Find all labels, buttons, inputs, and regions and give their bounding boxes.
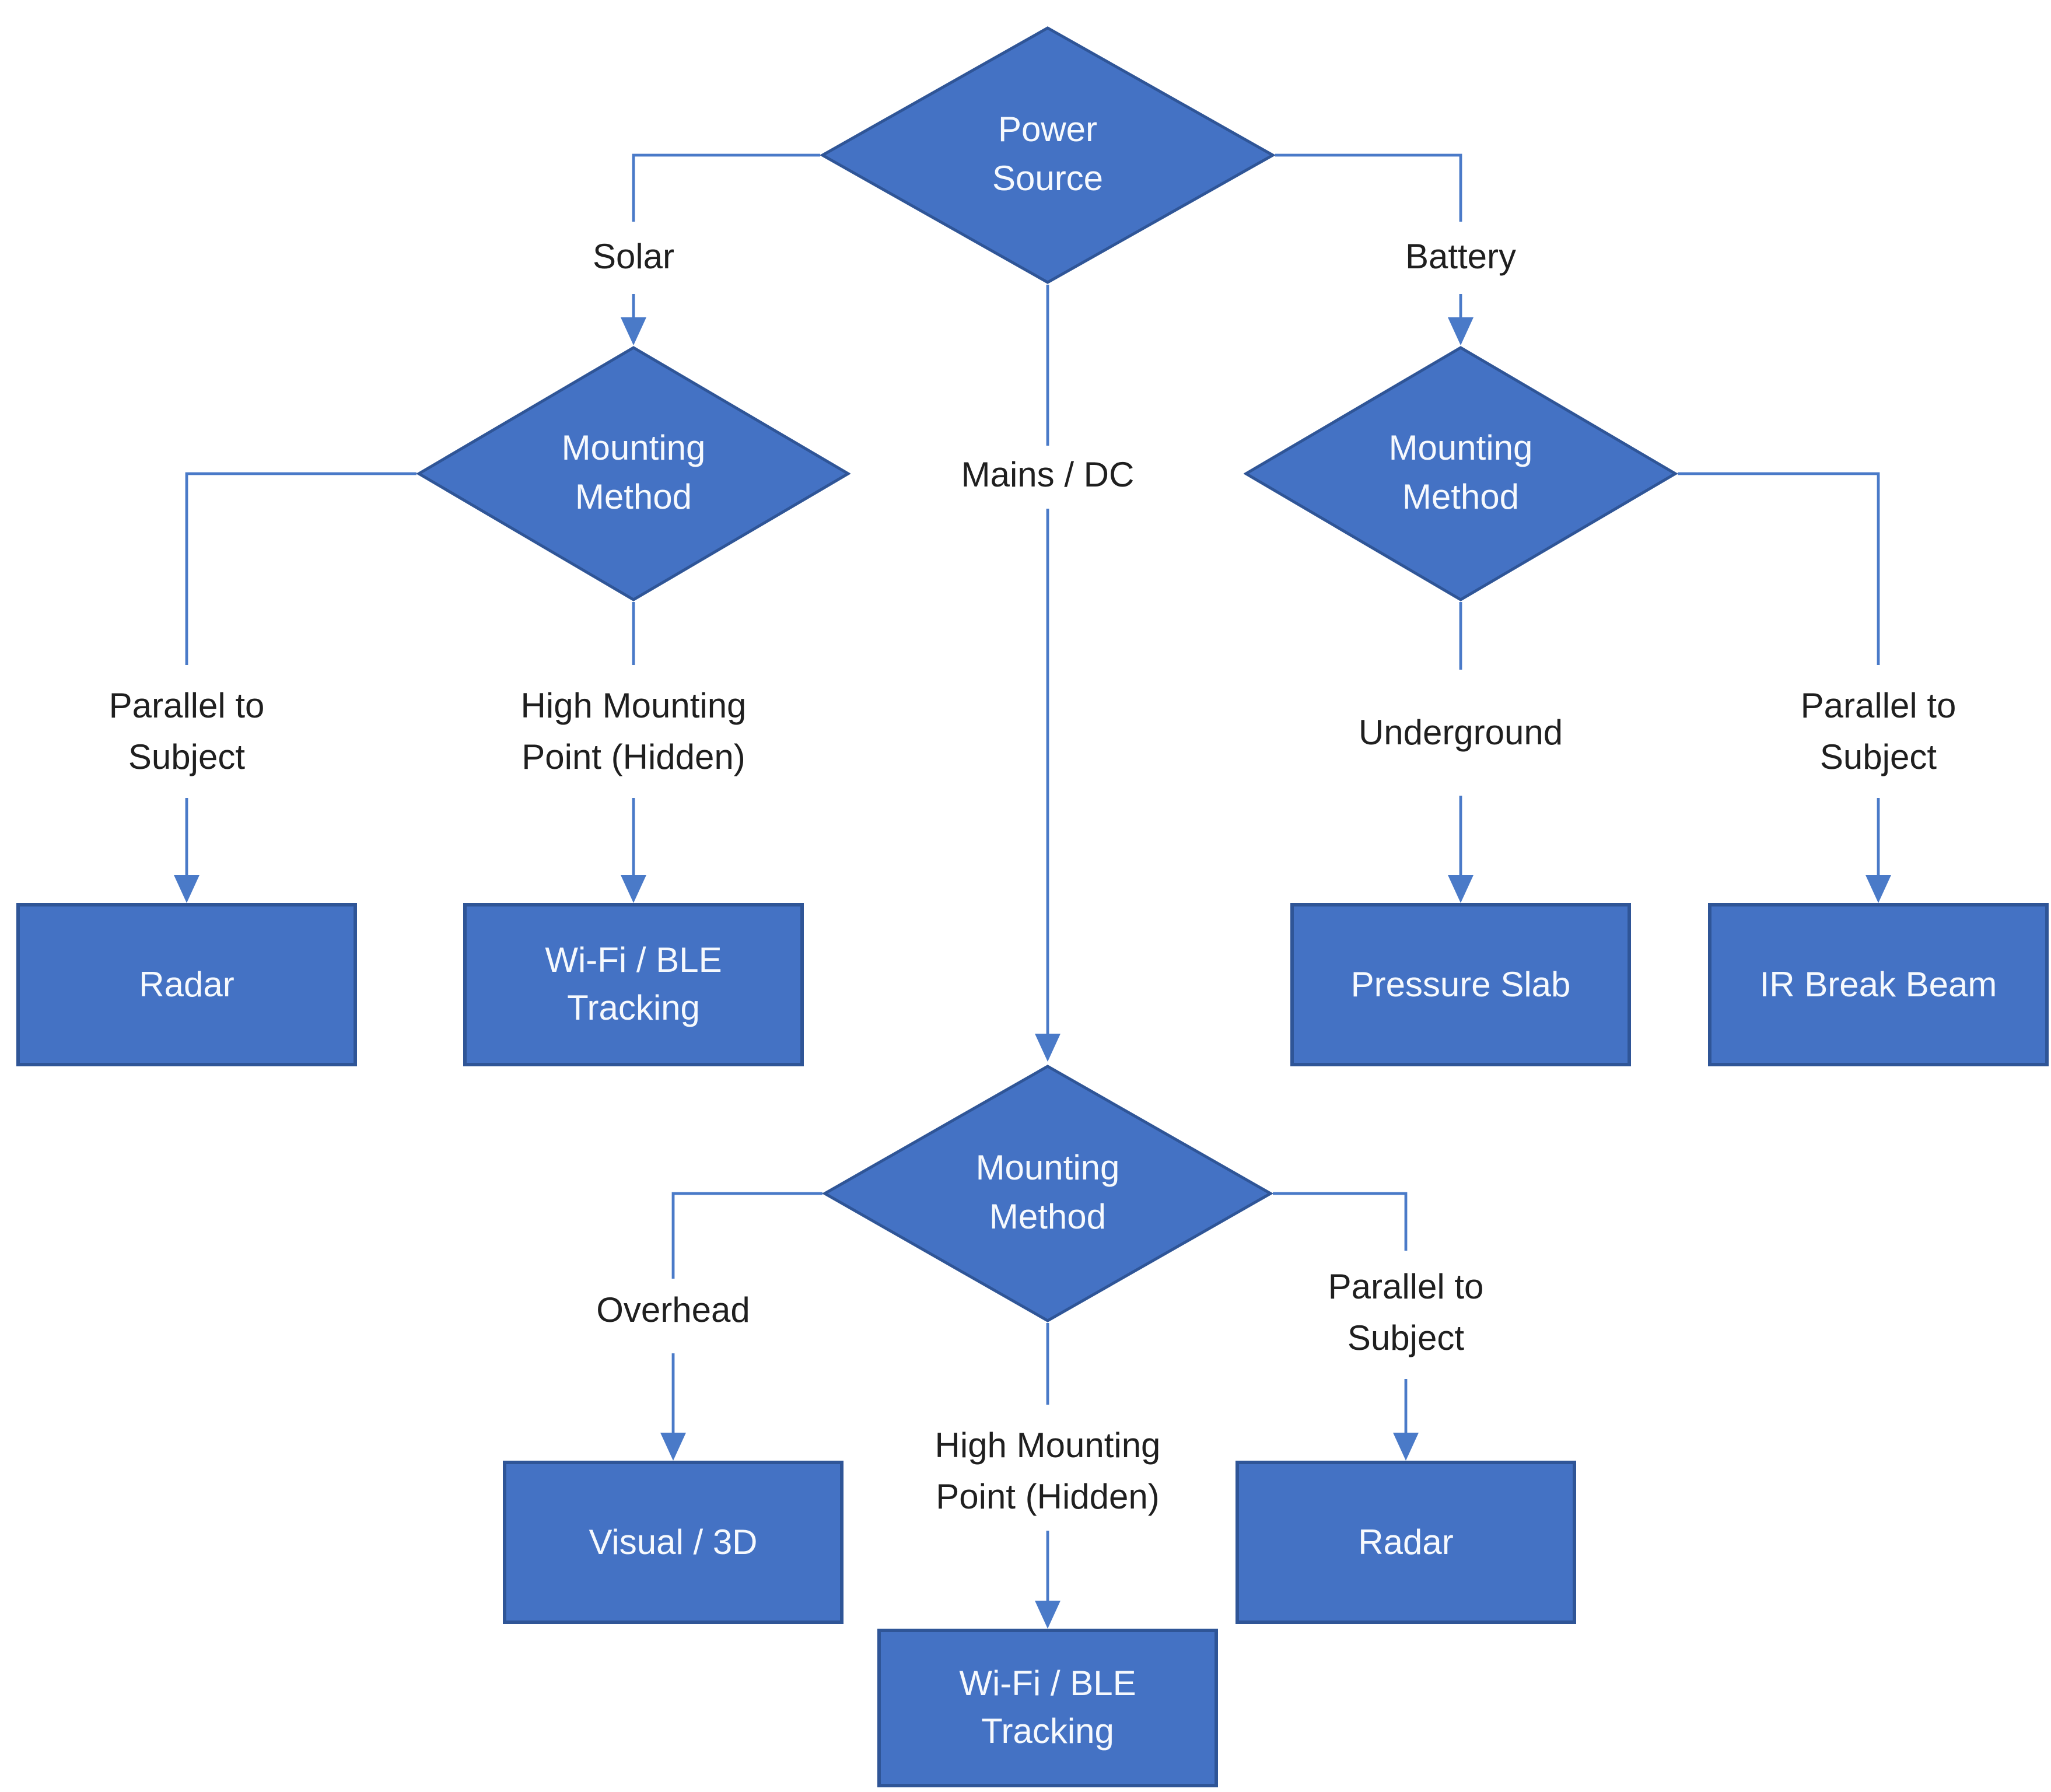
outcome-ir-break-beam-label: IR Break Beam: [1759, 965, 1997, 1004]
mounting-bottom-label-line2: Method: [989, 1198, 1107, 1237]
edge-label-parallel-right: Parallel to Subject: [1738, 681, 2018, 784]
mounting-right-label-line2: Method: [1402, 478, 1520, 517]
arrowhead-parallel-bottom: [1393, 1433, 1419, 1461]
connector-parallel-right: [1678, 472, 1880, 877]
edge-label-parallel-right-line2: Subject: [1819, 738, 1937, 777]
connector-solar: [632, 153, 820, 320]
outcome-wifi-left-line2: Tracking: [567, 989, 700, 1028]
outcome-wifi-bottom-line2: Tracking: [981, 1713, 1114, 1751]
edge-label-high-mount-left-line2: Point (Hidden): [522, 738, 746, 777]
arrowhead-mains-dc: [1035, 1034, 1060, 1062]
edge-label-parallel-left-line1: Parallel to: [108, 687, 265, 726]
decision-mounting-method-bottom: Mounting Method: [822, 1064, 1273, 1323]
arrowhead-high-mount-left: [621, 875, 646, 903]
arrowhead-parallel-right: [1866, 875, 1891, 903]
outcome-wifi-left-line1: Wi-Fi / BLE: [545, 942, 722, 980]
outcome-visual-3d: Visual / 3D: [503, 1461, 844, 1624]
power-source-label-line1: Power: [998, 111, 1098, 149]
edge-label-parallel-right-line1: Parallel to: [1800, 687, 1957, 726]
outcome-radar-bottom-label: Radar: [1358, 1523, 1454, 1562]
mounting-right-label-line1: Mounting: [1388, 429, 1533, 468]
connector-parallel-bottom: [1273, 1192, 1408, 1435]
outcome-radar-left: Radar: [16, 903, 357, 1066]
arrowhead-parallel-left: [174, 875, 200, 903]
edge-label-underground: Underground: [1358, 714, 1563, 752]
mounting-left-label-line2: Method: [575, 478, 692, 517]
edge-label-mains-dc: Mains / DC: [961, 456, 1135, 495]
edge-label-battery: Battery: [1405, 238, 1517, 276]
mounting-bottom-label-line1: Mounting: [975, 1149, 1120, 1188]
edge-label-high-mount-bottom-line1: High Mounting: [935, 1427, 1161, 1465]
connector-parallel-left: [185, 472, 416, 877]
outcome-wifi-ble-left: Wi-Fi / BLE Tracking: [463, 903, 804, 1066]
decision-mounting-method-right: Mounting Method: [1244, 345, 1678, 602]
edge-label-parallel-left-line2: Subject: [128, 738, 246, 777]
edge-label-parallel-left: Parallel to Subject: [47, 681, 327, 784]
decision-mounting-method-left: Mounting Method: [416, 345, 850, 602]
mounting-bottom-diamond-shape: [822, 1065, 1273, 1322]
outcome-visual-3d-label: Visual / 3D: [589, 1523, 758, 1562]
outcome-ir-break-beam: IR Break Beam: [1708, 903, 2049, 1066]
edge-label-overhead: Overhead: [596, 1292, 750, 1330]
power-source-diamond-shape: [820, 26, 1275, 284]
arrowhead-underground: [1448, 875, 1474, 903]
outcome-pressure-slab: Pressure Slab: [1290, 903, 1631, 1066]
outcome-radar-left-label: Radar: [139, 965, 235, 1004]
outcome-pressure-slab-label: Pressure Slab: [1350, 965, 1571, 1004]
edge-label-high-mount-bottom: High Mounting Point (Hidden): [873, 1421, 1223, 1524]
power-source-label-line2: Source: [992, 160, 1104, 198]
arrowhead-overhead: [660, 1433, 686, 1461]
connector-overhead: [671, 1192, 822, 1435]
edge-label-high-mount-bottom-line2: Point (Hidden): [936, 1478, 1160, 1517]
edge-label-high-mount-left-line1: High Mounting: [520, 687, 747, 726]
edge-label-high-mount-left: High Mounting Point (Hidden): [459, 681, 808, 784]
edge-label-parallel-bottom-line1: Parallel to: [1328, 1268, 1484, 1307]
mounting-right-diamond-shape: [1244, 346, 1678, 601]
edge-label-parallel-bottom-line2: Subject: [1347, 1320, 1465, 1358]
edge-label-parallel-bottom: Parallel to Subject: [1266, 1262, 1546, 1365]
connector-battery: [1275, 153, 1462, 320]
edge-label-solar: Solar: [592, 238, 675, 276]
outcome-radar-bottom: Radar: [1236, 1461, 1576, 1624]
mounting-left-label-line1: Mounting: [561, 429, 706, 468]
arrowhead-solar: [621, 317, 646, 345]
outcome-wifi-bottom-line1: Wi-Fi / BLE: [959, 1665, 1136, 1703]
arrowhead-battery: [1448, 317, 1474, 345]
decision-power-source: Power Source: [820, 26, 1275, 285]
mounting-left-diamond-shape: [416, 346, 850, 601]
outcome-wifi-ble-bottom: Wi-Fi / BLE Tracking: [877, 1629, 1218, 1787]
arrowhead-high-mount-bottom: [1035, 1601, 1060, 1629]
